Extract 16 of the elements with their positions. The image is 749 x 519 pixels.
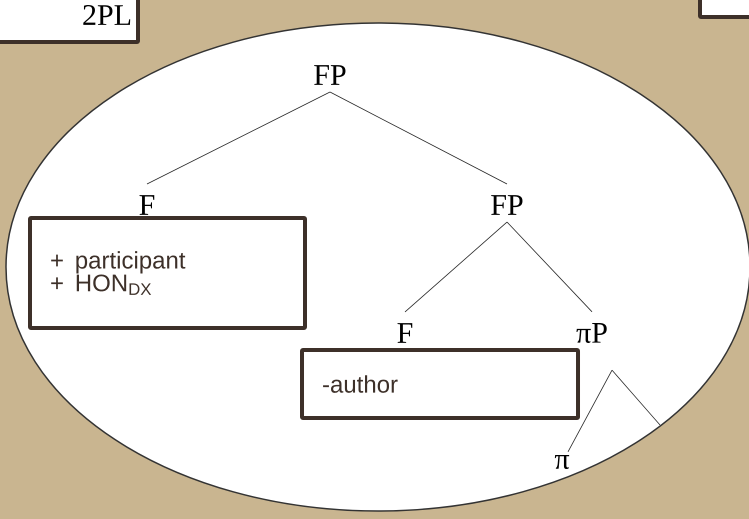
tree-branch	[404, 222, 508, 312]
feature-box: + participant + HON$_{DX}$	[28, 216, 307, 330]
tree-branch	[506, 222, 592, 312]
tree-label: π	[554, 454, 570, 470]
empty-box	[698, 0, 749, 19]
tree-label: πP	[576, 323, 607, 343]
feature-box: -author	[300, 348, 580, 420]
tree-label: FP	[491, 195, 522, 215]
tree-branch	[612, 370, 660, 426]
tree-branch	[568, 370, 612, 452]
tree-label: F	[140, 195, 154, 215]
tree-label: FP	[314, 65, 346, 85]
tree-label: F	[398, 323, 412, 343]
tree-branch	[330, 92, 508, 184]
label-box: 2PL	[0, 0, 140, 44]
tree-branch	[146, 92, 330, 184]
